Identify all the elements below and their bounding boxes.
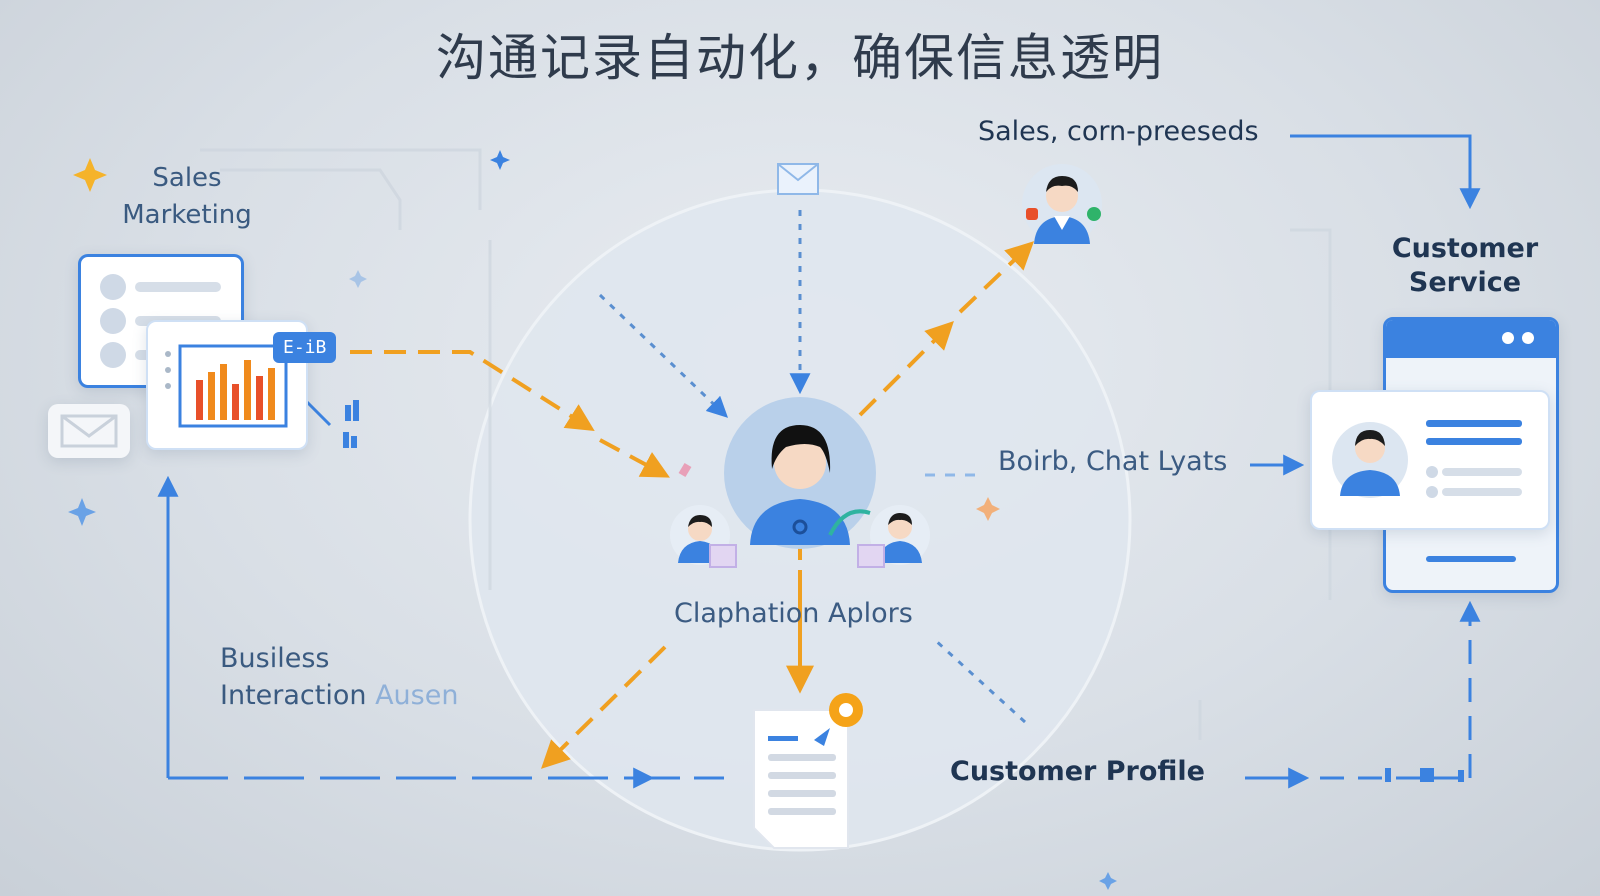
customer-service-label: Customer Service: [1390, 232, 1540, 300]
sales-top-right-label: Sales, corn-preeseds: [978, 116, 1259, 147]
bar-chart-icon: [165, 344, 288, 428]
business-interaction-label: Busiless Interaction Ausen: [220, 640, 458, 714]
interaction-label-line: Interaction Ausen: [220, 677, 458, 714]
person-avatar-icon: [724, 397, 876, 549]
window-dot: [1522, 332, 1534, 344]
business-label: Busiless: [220, 643, 330, 674]
center-label: Claphation Aplors: [674, 598, 913, 629]
badge: E-iB: [273, 332, 337, 363]
chat-logs-label: Boirb, Chat Lyats: [998, 446, 1228, 477]
central-avatar-group: [670, 397, 930, 568]
interaction-label-faint: Ausen: [375, 680, 459, 711]
service-label: Service: [1408, 267, 1522, 298]
sales-marketing-label: Sales Marketing: [112, 160, 262, 234]
marketing-label: Marketing: [122, 200, 252, 230]
window-footer-line: [1426, 556, 1516, 562]
interaction-label: Interaction: [220, 680, 367, 711]
sales-label: Sales: [152, 163, 222, 193]
profile-card: [1310, 390, 1550, 530]
profile-card-content: [1332, 420, 1522, 498]
gear-icon: [829, 693, 863, 727]
mail-card: [48, 404, 130, 458]
sparkle-icons: [68, 150, 1117, 890]
person-avatar-icon: [828, 505, 930, 568]
envelope-icon: [777, 163, 819, 195]
person-avatar-icon: [1022, 164, 1102, 244]
page-title: 沟通记录自动化，确保信息透明: [436, 29, 1164, 87]
window-dot: [1502, 332, 1514, 344]
customer-profile-label: Customer Profile: [950, 756, 1205, 787]
person-avatar-icon: [670, 505, 737, 568]
document-icon: [753, 693, 863, 849]
customer-label: Customer: [1391, 233, 1539, 264]
envelope-icon: [60, 414, 118, 448]
window-titlebar: [1386, 320, 1556, 358]
